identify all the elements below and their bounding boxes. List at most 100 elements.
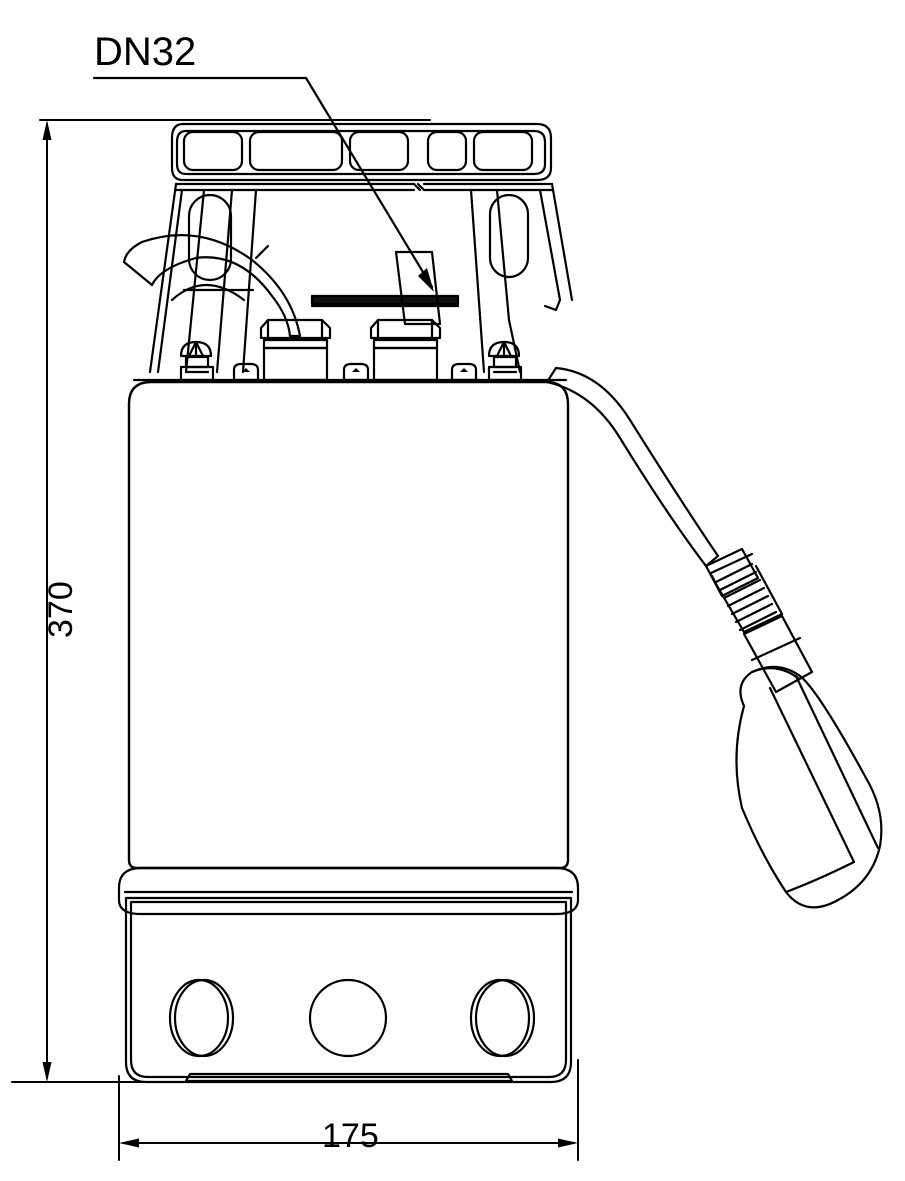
handle-slot <box>248 130 344 172</box>
carrying-handle <box>148 122 574 374</box>
handle-leg-left-oval <box>187 193 233 282</box>
rim-tab-mark <box>460 368 468 372</box>
inlet-hole-center <box>308 978 388 1058</box>
handle-outer-plate <box>170 122 553 182</box>
hose-outer-wall <box>122 234 302 338</box>
handle-slot <box>472 130 534 172</box>
float-top-cap <box>750 667 800 680</box>
arrowhead-right <box>558 1138 578 1148</box>
discharge-hose <box>122 234 302 338</box>
handle-slot <box>182 130 244 172</box>
hose-cut-end <box>122 260 154 287</box>
base-foot-lip <box>184 1072 514 1083</box>
flange-gasket <box>310 294 460 306</box>
coil-rib <box>734 602 774 624</box>
handle-leg-left-outer <box>148 182 178 374</box>
bolt-body-block <box>262 346 329 382</box>
handle-leg-right-outer <box>550 182 574 302</box>
rim-tab-mark <box>242 368 250 372</box>
cable-root-left <box>545 366 558 384</box>
motor-body <box>127 380 570 870</box>
coil-side-right <box>754 564 784 616</box>
handle-leg-right-inner-a <box>469 188 486 374</box>
screw-collar <box>492 355 518 369</box>
coil-collar-line <box>709 552 754 575</box>
handle-leg-right-oval <box>488 193 530 279</box>
float-switch-cable <box>545 366 883 909</box>
coil-rib <box>722 578 762 600</box>
coil-side-left-long <box>714 582 746 634</box>
coil-rib <box>726 586 766 608</box>
leader-arrowhead <box>418 268 434 292</box>
float-body <box>735 665 883 909</box>
cable-inner-edge <box>545 380 708 568</box>
coil-rib <box>718 570 758 592</box>
dn32-label: DN32 <box>94 30 197 74</box>
bolt-body-block <box>372 346 439 382</box>
coil-bottom <box>742 612 784 634</box>
clamp-screw-right <box>487 340 523 382</box>
inlet-hole-left <box>168 978 230 1058</box>
coil-rib <box>738 610 778 632</box>
bolt-washer <box>262 338 329 350</box>
rim-tabs <box>232 362 478 382</box>
float-body-outline <box>735 665 883 909</box>
screw-slot <box>502 340 513 358</box>
rail-break-mark <box>412 182 422 192</box>
hose-inner-wall <box>150 256 292 338</box>
float-neck-line <box>750 636 802 662</box>
bolt-washer <box>372 338 439 350</box>
rim-tab <box>232 362 260 382</box>
dimension-370-text: 370 <box>42 581 80 638</box>
inlet-hole-right <box>469 978 531 1058</box>
arrowhead-bottom <box>42 1062 52 1082</box>
handle-leg-left-inner-c <box>241 188 258 374</box>
rail-break-mark <box>416 182 426 192</box>
inlet-hole-left-edge <box>173 978 235 1058</box>
strain-relief-coil <box>704 547 784 634</box>
coil-rib <box>714 562 754 584</box>
motor-body-outline <box>127 380 570 870</box>
dimension-175 <box>118 1059 579 1161</box>
hose-seam-mark <box>254 244 270 260</box>
leader-slanted <box>304 76 434 289</box>
screw-slot <box>194 340 205 358</box>
handle-slot <box>426 130 468 172</box>
handle-leg-left-arc <box>170 283 246 302</box>
screw-nut <box>487 365 523 382</box>
screw-slot <box>495 340 506 358</box>
riser-pipe <box>394 250 442 326</box>
screw-collar <box>184 355 210 369</box>
dimension-175-text: 175 <box>322 1117 379 1155</box>
arrowhead-left <box>119 1138 139 1148</box>
base-box-inner <box>129 900 568 1079</box>
base-shoulder-band <box>117 866 580 916</box>
coil-rib <box>730 594 770 616</box>
clamp-screw-left <box>179 340 215 382</box>
bolt-assembly-left <box>259 318 332 382</box>
float-rib-b <box>794 674 880 850</box>
handle-leg-left-outer-inner <box>156 188 184 374</box>
bolt-assembly-right <box>369 318 442 382</box>
handle-slot <box>348 130 410 172</box>
handle-leg-right-inner-b <box>495 188 511 322</box>
screw-slot <box>187 340 198 358</box>
handle-leg-right-notch <box>543 298 562 312</box>
handle-outer-plate-inner <box>175 129 547 176</box>
rim-tab <box>342 362 370 382</box>
arrowhead-top <box>42 120 52 140</box>
float-neck <box>742 614 814 694</box>
float-rib-a <box>768 686 856 864</box>
discharge-flange <box>310 250 460 326</box>
rim-tab <box>450 362 478 382</box>
rim-tab-mark <box>352 368 360 372</box>
cable-outer-edge <box>554 366 720 558</box>
handle-leg-left-inner-b <box>215 188 234 374</box>
float-bottom-cap <box>784 860 856 894</box>
handle-leg-right-outer-inner <box>538 188 562 302</box>
base-section <box>117 866 580 1084</box>
base-box-outer <box>124 896 573 1084</box>
inlet-hole-right-edge <box>474 978 536 1058</box>
